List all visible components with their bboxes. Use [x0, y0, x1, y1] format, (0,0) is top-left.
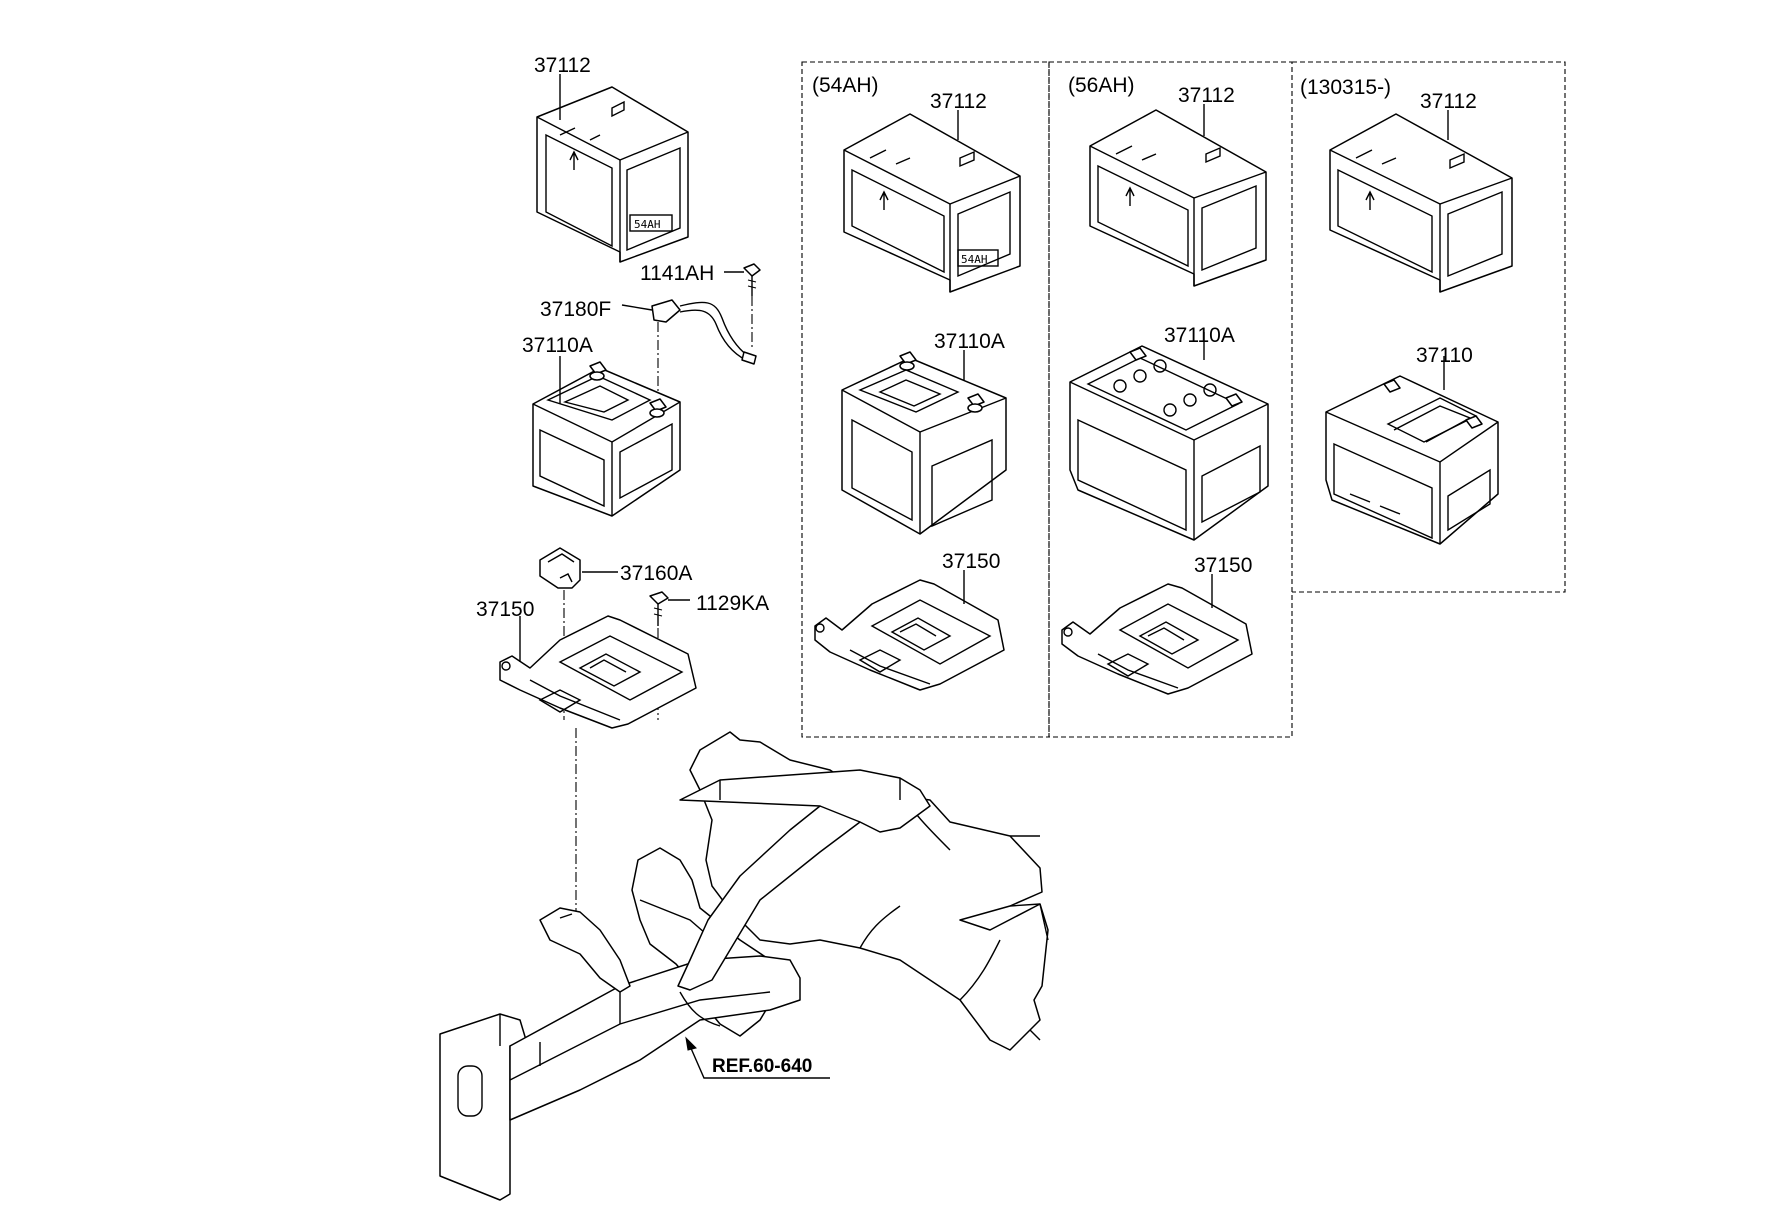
frame-130315	[1292, 61, 1566, 593]
part-label-cable-37180f: 37180F	[540, 298, 611, 321]
variant-frames	[801, 61, 1566, 738]
cover-54ah-drawing: 54AH	[843, 110, 1021, 293]
battery-main-drawing	[532, 356, 681, 517]
part-label-cover-130315: 37112	[1420, 90, 1477, 113]
part-label-clamp-37160a: 37160A	[620, 562, 692, 585]
cover-130315-drawing	[1329, 110, 1513, 293]
variant-label-56ah: (56AH)	[1068, 74, 1135, 97]
variant-label-54ah: (54AH)	[812, 74, 879, 97]
part-label-battery-54ah: 37110A	[934, 330, 1005, 353]
part-label-tray-54ah: 37150	[942, 550, 1000, 573]
part-label-bolt-1129ka: 1129KA	[696, 592, 769, 615]
tray-54ah-drawing	[814, 570, 1005, 691]
svg-text:54AH: 54AH	[961, 253, 988, 266]
part-label-tray-main: 37150	[476, 598, 534, 621]
cable-37180f-drawing	[621, 299, 757, 400]
vehicle-frame-drawing	[439, 731, 1049, 1201]
clamp-37160a-drawing	[539, 547, 618, 720]
variant-labels: (54AH) (56AH) (130315-)	[812, 74, 1391, 99]
part-number-labels: 37112 1141AH 37180F 37110A 37160A 1129KA…	[476, 54, 1477, 621]
part-label-cover-main: 37112	[534, 54, 591, 77]
reference-label[interactable]: REF.60-640	[712, 1056, 812, 1077]
part-label-cover-56ah: 37112	[1178, 84, 1235, 107]
reference-pointer	[685, 1036, 830, 1079]
part-label-battery-56ah: 37110A	[1164, 324, 1235, 347]
part-label-battery-130315: 37110	[1416, 344, 1473, 367]
tray-56ah-drawing	[1061, 574, 1253, 695]
battery-56ah-drawing	[1069, 332, 1269, 541]
battery-54ah-drawing	[841, 350, 1007, 535]
battery-130315-drawing	[1325, 356, 1499, 545]
svg-text:54AH: 54AH	[634, 218, 661, 231]
cover-main-drawing: 54AH	[536, 86, 689, 263]
part-label-cover-54ah: 37112	[930, 90, 987, 113]
variant-label-130315: (130315-)	[1300, 76, 1391, 99]
part-label-bolt-1141ah: 1141AH	[640, 262, 714, 285]
cover-56ah-drawing	[1089, 104, 1267, 287]
tray-main-drawing	[499, 615, 697, 729]
part-label-tray-56ah: 37150	[1194, 554, 1252, 577]
frame-56ah	[1048, 61, 1293, 738]
part-label-battery-main: 37110A	[522, 334, 593, 357]
bolt-1141ah-drawing	[724, 263, 761, 350]
